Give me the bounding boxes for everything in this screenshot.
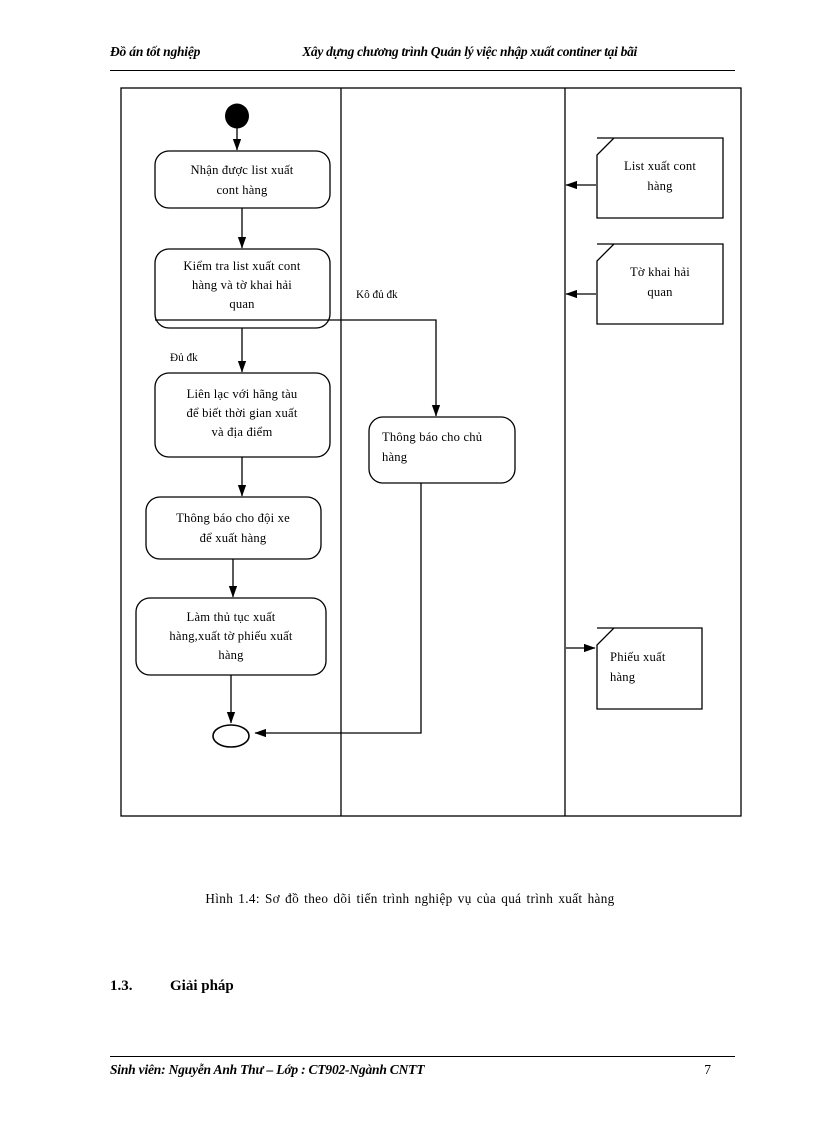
object-node-o3: Phiếu xuất hàng xyxy=(596,627,703,710)
activity-node-a6: Thông báo cho chủ hàng xyxy=(368,416,516,484)
start-node xyxy=(225,103,249,129)
header-left-text: Đồ án tốt nghiệp xyxy=(110,44,201,59)
activity-node-a3: Liên lạc với hãng tàu để biết thời gian … xyxy=(154,372,331,458)
activity-a1-line-0: Nhận được list xuất xyxy=(191,163,294,177)
activity-a6-line-1: hàng xyxy=(382,450,408,464)
activity-a2-line-2: quan xyxy=(229,297,255,311)
activity-a1-line-1: cont hàng xyxy=(216,183,268,197)
edge-label-ko-du-dk: Kô đủ đk xyxy=(356,289,398,301)
edge-a2-to-a6 xyxy=(155,319,441,417)
activity-diagram: Nhận được list xuất cont hàng Kiểm tra l… xyxy=(100,78,760,828)
section-heading: 1.3. Giải pháp xyxy=(110,978,234,995)
activity-node-a1: Nhận được list xuất cont hàng xyxy=(154,150,331,209)
running-footer: Sinh viên: Nguyễn Anh Thư – Lớp : CT902-… xyxy=(110,1056,735,1078)
footer-left-text: Sinh viên: Nguyễn Anh Thư – Lớp : CT902-… xyxy=(110,1062,425,1077)
activity-node-a5: Làm thủ tục xuất hàng,xuất tờ phiếu xuất… xyxy=(135,597,327,676)
page-number: 7 xyxy=(704,1062,711,1077)
object-o1-line-0: List xuất cont xyxy=(624,159,696,173)
header-right-text: Xây dựng chương trình Quản lý việc nhập … xyxy=(302,44,638,59)
activity-a5-line-0: Làm thủ tục xuất xyxy=(187,610,276,624)
activity-a6-line-0: Thông báo cho chủ xyxy=(382,430,483,444)
activity-a4-line-0: Thông báo cho đội xe xyxy=(176,511,290,525)
activity-a5-line-1: hàng,xuất tờ phiếu xuất xyxy=(169,629,292,643)
activity-a3-line-0: Liên lạc với hãng tàu xyxy=(187,387,298,401)
running-header: Đồ án tốt nghiệp Xây dựng chương trình Q… xyxy=(110,44,735,71)
object-o2-line-1: quan xyxy=(647,285,673,299)
section-title: Giải pháp xyxy=(170,978,234,994)
object-o3-line-1: hàng xyxy=(610,670,636,684)
activity-a5-line-2: hàng xyxy=(218,648,244,662)
section-number: 1.3. xyxy=(110,978,133,994)
swimlane-frame xyxy=(120,87,742,817)
object-o3-line-0: Phiếu xuất xyxy=(610,650,666,664)
end-node xyxy=(212,724,250,748)
activity-a4-line-1: để xuất hàng xyxy=(200,531,267,545)
object-node-o2: Tờ khai hải quan xyxy=(596,243,724,325)
figure-caption: Hình 1.4: Sơ đồ theo dõi tiến trình nghi… xyxy=(205,891,615,906)
activity-a2-line-1: hàng và tờ khai hải xyxy=(192,278,292,292)
activity-a3-line-2: và địa điểm xyxy=(212,425,273,439)
object-o2-line-0: Tờ khai hải xyxy=(630,265,690,279)
activity-node-a2: Kiểm tra list xuất cont hàng và tờ khai … xyxy=(154,248,331,329)
object-node-o1: List xuất cont hàng xyxy=(596,137,724,219)
object-o1-line-1: hàng xyxy=(647,179,673,193)
edge-label-du-dk: Đủ đk xyxy=(170,352,198,364)
edge-a6-to-end xyxy=(254,483,422,738)
activity-a2-line-0: Kiểm tra list xuất cont xyxy=(183,259,301,273)
activity-a3-line-1: để biết thời gian xuất xyxy=(186,406,297,420)
activity-node-a4: Thông báo cho đội xe để xuất hàng xyxy=(145,496,322,560)
